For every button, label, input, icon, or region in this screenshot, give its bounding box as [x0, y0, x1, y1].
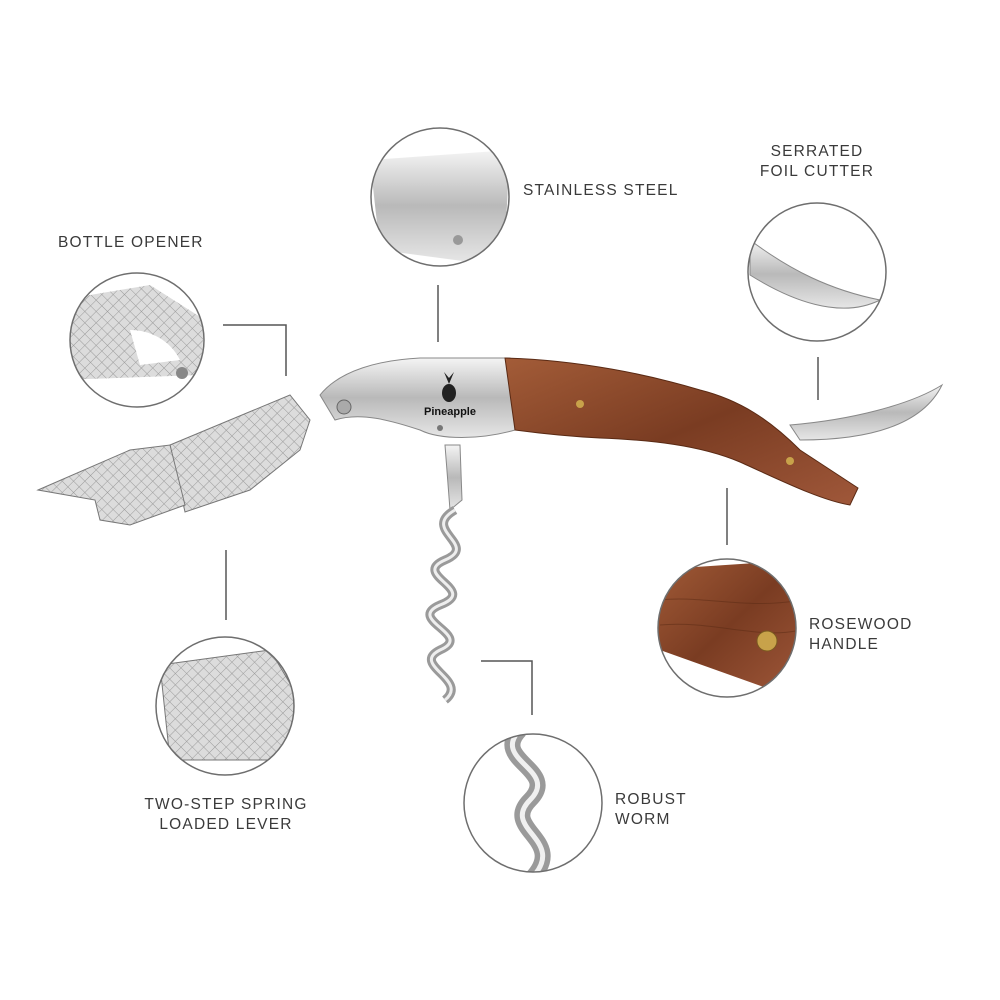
corkscrew-body: [36, 357, 944, 704]
detail-rosewood: [657, 558, 797, 698]
label-line: ROSEWOOD: [809, 616, 913, 633]
label-line: FOIL CUTTER: [759, 163, 875, 180]
connector-worm: [481, 660, 533, 715]
foil-blade: [789, 383, 944, 441]
lever-arm: [169, 394, 311, 513]
label-line: LOADED LEVER: [159, 816, 293, 833]
label-line: TWO-STEP SPRING: [144, 796, 308, 813]
label-rosewood-handle: ROSEWOOD HANDLE: [809, 615, 912, 655]
label-stainless-steel: STAINLESS STEEL: [523, 181, 679, 201]
label-line: ROBUST: [615, 791, 687, 808]
connector-bottle-opener: [223, 324, 287, 376]
label-bottle-opener: BOTTLE OPENER: [58, 233, 204, 253]
detail-worm: [463, 733, 603, 873]
lever-tip: [36, 444, 186, 526]
label-foil-cutter: SERRATED FOIL CUTTER: [760, 142, 874, 182]
label-line: STAINLESS STEEL: [523, 182, 679, 199]
detail-foil-cutter: [747, 202, 887, 342]
label-line: WORM: [615, 811, 671, 828]
label-line: BOTTLE OPENER: [58, 234, 204, 251]
connector-lines: [223, 285, 819, 715]
label-spring-lever: TWO-STEP SPRING LOADED LEVER: [144, 795, 307, 835]
pineapple-logo: [442, 372, 456, 402]
detail-bottle-opener: [69, 272, 205, 408]
logo-text: Pineapple: [424, 406, 476, 418]
rosewood-handle: [504, 357, 859, 506]
steel-body: [319, 357, 516, 438]
label-line: SERRATED: [770, 143, 864, 160]
detail-stainless: [370, 127, 510, 267]
detail-lever: [155, 636, 295, 776]
label-line: HANDLE: [809, 636, 880, 653]
label-robust-worm: ROBUST WORM: [615, 790, 687, 830]
